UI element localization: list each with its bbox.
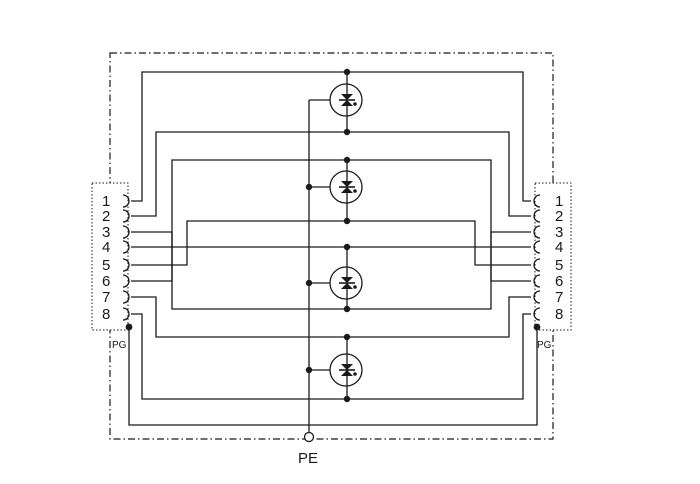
right-pin-3: 3 <box>555 224 563 241</box>
pe-terminal <box>303 431 315 443</box>
left-pin-contacts <box>122 194 130 321</box>
right-connector-box <box>534 182 572 331</box>
left-pin-8: 8 <box>102 306 110 323</box>
tvs-diode-4 <box>329 353 363 387</box>
left-pin-3: 3 <box>102 224 110 241</box>
right-pin-contacts <box>533 194 541 321</box>
left-pin-5: 5 <box>102 257 110 274</box>
left-pin-7: 7 <box>102 289 110 306</box>
right-pin-8: 8 <box>555 306 563 323</box>
enclosure-outline <box>109 52 554 440</box>
left-pin-1: 1 <box>102 193 110 210</box>
right-pin-4: 4 <box>555 239 563 256</box>
right-pin-7: 7 <box>555 289 563 306</box>
junction-dots <box>125 68 541 403</box>
right-pin-5: 5 <box>555 257 563 274</box>
right-pin-1: 1 <box>555 193 563 210</box>
right-pin-labels: 1 2 3 4 5 6 7 8 <box>555 193 563 323</box>
tvs-diode-1 <box>329 83 363 117</box>
right-shield-label: PG <box>537 340 552 351</box>
left-pin-4: 4 <box>102 239 110 256</box>
tvs-diode-2 <box>329 170 363 204</box>
left-pin-labels: 1 2 3 4 5 6 7 8 <box>102 193 110 323</box>
left-pin-2: 2 <box>102 208 110 225</box>
tvs-diode-3 <box>329 266 363 300</box>
right-pin-6: 6 <box>555 273 563 290</box>
right-pin-2: 2 <box>555 208 563 225</box>
wiring <box>128 71 538 432</box>
left-shield-label: PG <box>112 340 127 351</box>
left-pin-6: 6 <box>102 273 110 290</box>
left-connector-box <box>91 182 129 331</box>
pe-label: PE <box>298 450 318 467</box>
